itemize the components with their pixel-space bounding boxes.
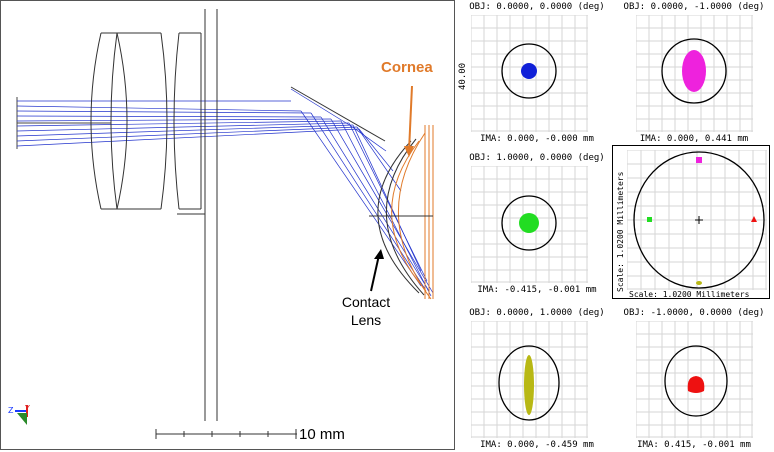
spot-header: OBJ: 0.0000, -1.0000 (deg) [623, 2, 765, 12]
optical-layout-drawing: Z Y [8, 9, 434, 439]
spot-footer: IMA: 0.000, -0.000 mm [480, 134, 594, 144]
airy-circle [501, 195, 557, 251]
spot-blob [521, 63, 537, 79]
matrix-scale-y: Scale: 1.0200 Millimeters [616, 171, 625, 292]
spot-grid [471, 15, 588, 132]
lens-group-1 [90, 32, 202, 210]
contact-lens-label: Contact Lens [341, 294, 391, 328]
spot-header: OBJ: -1.0000, 0.0000 (deg) [623, 308, 765, 318]
matrix-circle [633, 151, 765, 289]
svg-text:Y: Y [24, 404, 30, 413]
ray-bundle [16, 88, 434, 297]
matrix-drawing [627, 150, 767, 290]
airy-circle [501, 43, 557, 99]
spot-footer: IMA: 0.000, 0.441 mm [639, 134, 749, 144]
spot-diagram-3: OBJ: 1.0000, 0.0000 (deg) IMA: -0.415, -… [457, 153, 617, 295]
cornea-label: Cornea [381, 59, 433, 76]
matrix-spot-yellow [696, 281, 702, 285]
optical-layout-panel: Z Y Cornea Contact Lens 10 mm [0, 0, 455, 450]
spot-header: OBJ: 0.0000, 0.0000 (deg) [469, 2, 605, 12]
spot-footer: IMA: -0.415, -0.001 mm [477, 285, 597, 295]
spot-diagram-5: OBJ: -1.0000, 0.0000 (deg) IMA: 0.415, -… [614, 308, 774, 450]
airy-circle [664, 345, 728, 417]
spot-grid [471, 321, 588, 438]
spot-diagram-1: OBJ: 0.0000, 0.0000 (deg) 40.00 IMA: 0.0… [457, 2, 617, 144]
spot-blob [524, 355, 534, 415]
spot-grid [636, 15, 753, 132]
scale-bar-label: 10 mm [299, 426, 345, 443]
svg-text:Z: Z [8, 406, 14, 415]
spot-scale-label: 40.00 [458, 62, 468, 90]
spot-header: OBJ: 0.0000, 1.0000 (deg) [469, 308, 605, 318]
spot-grid [471, 166, 588, 283]
matrix-spot-diagram: Scale: 1.0200 Millimeters Scale: 1.0200 … [612, 145, 770, 299]
spot-footer: IMA: 0.415, -0.001 mm [637, 440, 751, 450]
spot-blob [687, 376, 705, 393]
spot-blob [519, 213, 539, 233]
spot-header: OBJ: 1.0000, 0.0000 (deg) [469, 153, 605, 163]
airy-circle [498, 345, 560, 421]
matrix-scale-x: Scale: 1.0200 Millimeters [629, 290, 750, 299]
cornea-surfaces [391, 125, 434, 300]
spot-blob [682, 50, 706, 92]
spot-footer: IMA: 0.000, -0.459 mm [480, 440, 594, 450]
scale-bar [155, 429, 297, 439]
spot-diagram-4: OBJ: 0.0000, 1.0000 (deg) IMA: 0.000, -0… [457, 308, 617, 450]
beamsplitter [290, 86, 386, 142]
contact-arrow [370, 254, 380, 292]
cornea-arrow [408, 85, 413, 152]
matrix-spot-red [751, 216, 757, 222]
spot-grid [636, 321, 753, 438]
matrix-spot-magenta [696, 157, 702, 163]
airy-circle [661, 38, 727, 104]
spot-diagram-2: OBJ: 0.0000, -1.0000 (deg) IMA: 0.000, 0… [614, 2, 774, 144]
matrix-spot-green [647, 217, 652, 222]
axis-triad-icon: Z Y [8, 404, 30, 425]
